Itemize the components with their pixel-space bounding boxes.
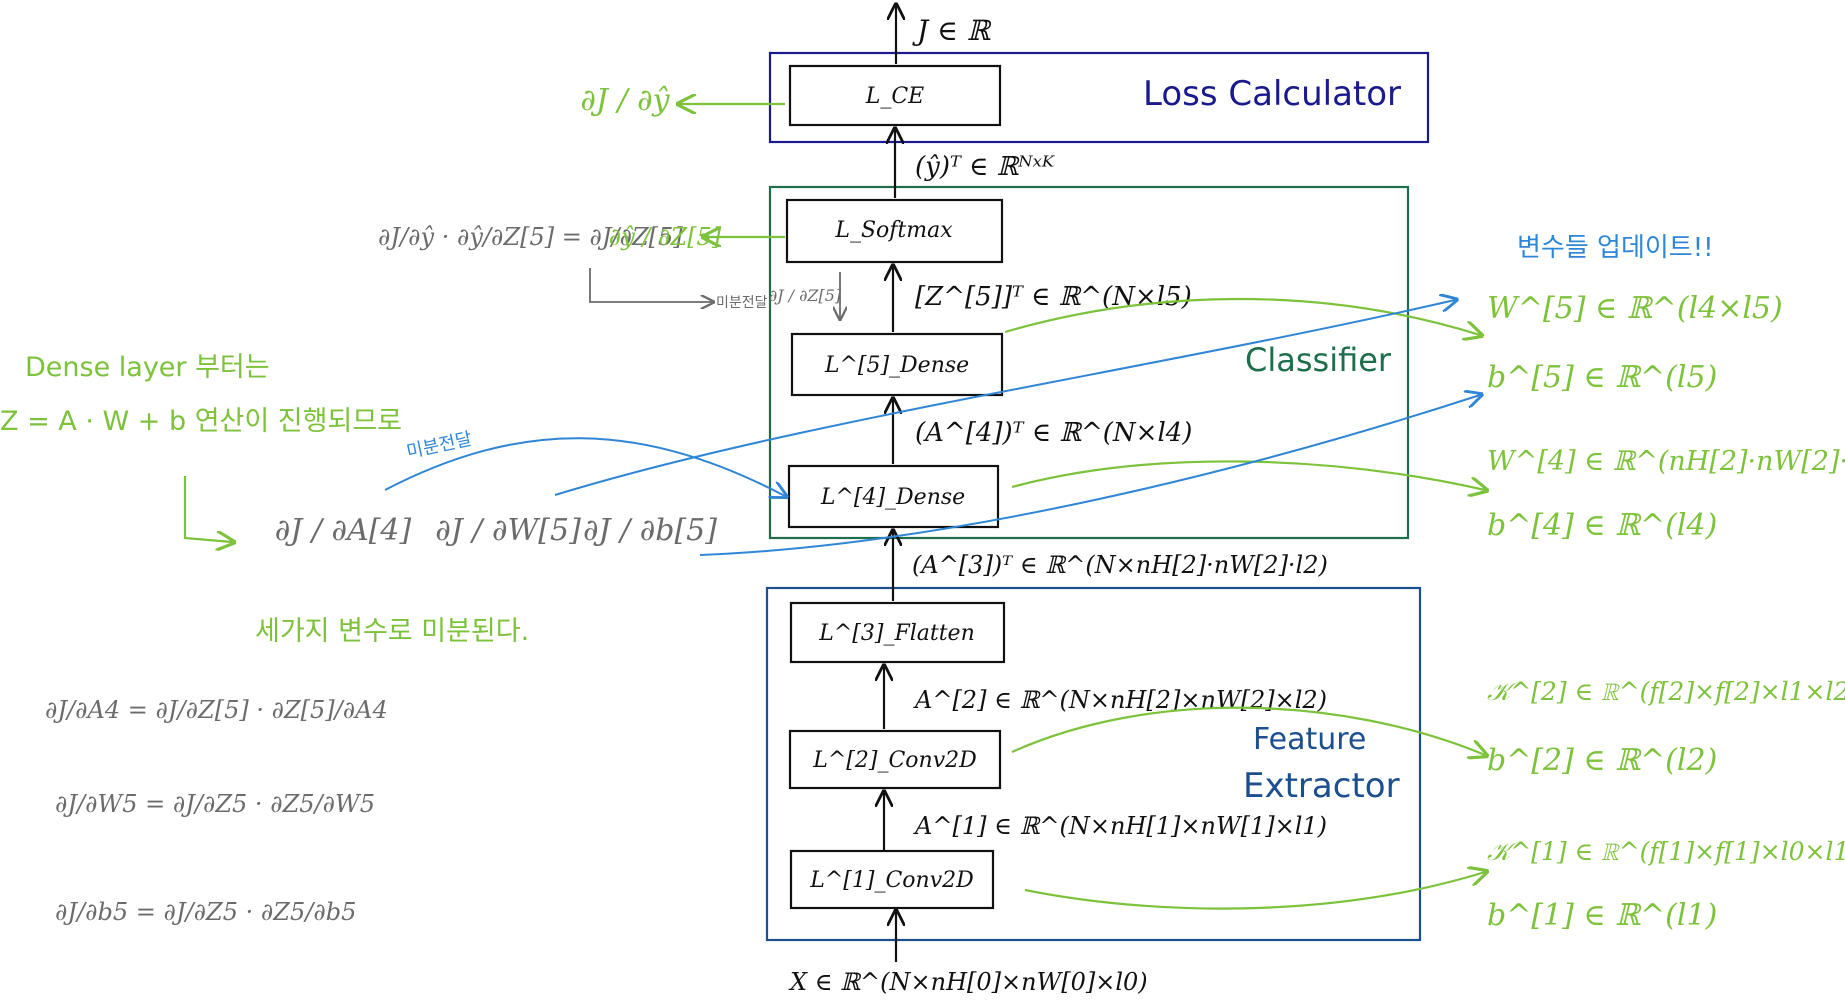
- layer-box-softmax: [785, 198, 1004, 264]
- layer-conv2: L^[2]_Conv2D: [812, 748, 977, 773]
- param-w5: W^[5] ∈ ℝ^(l4×l5): [1487, 291, 1783, 326]
- layer-softmax: L_Softmax: [834, 218, 953, 243]
- layer-loss: L_CE: [865, 84, 925, 109]
- gray-backprop-arrow: [589, 268, 712, 302]
- classifier-label: Classifier: [1245, 341, 1392, 379]
- eq-db5: ∂J/∂b5 = ∂J/∂Z5 · ∂Z5/∂b5: [55, 898, 356, 926]
- feature-extractor-label-1: Feature: [1253, 722, 1366, 757]
- tensor-x: X ∈ ℝ^(N×nH[0]×nW[0]×l0): [788, 968, 1148, 996]
- layer-dense5: L^[5]_Dense: [824, 353, 969, 378]
- feature-extractor-label-2: Extractor: [1243, 766, 1400, 806]
- tensor-yhat: (ŷ)ᵀ ∈ ℝᴺˣᴷ: [915, 152, 1056, 182]
- loss-calculator-frame: [768, 51, 1430, 144]
- grad-chain-softmax: ∂J/∂ŷ · ∂ŷ/∂Z[5] = ∂J/∂Z[5]: [378, 223, 683, 251]
- grad-dJ-dW5: ∂J / ∂W[5]: [435, 513, 581, 548]
- tensor-z5: [Z^[5]]ᵀ ∈ ℝ^(N×l5): [915, 282, 1192, 312]
- layer-dense4: L^[4]_Dense: [820, 485, 965, 510]
- layer-box-conv2: [788, 729, 1002, 790]
- tensor-a4: (A^[4])ᵀ ∈ ℝ^(N×l4): [915, 418, 1192, 448]
- dense-note-line1: Dense layer 부터는: [25, 352, 270, 383]
- param-b4: b^[4] ∈ ℝ^(l4): [1487, 508, 1717, 543]
- layer-box-flatten: [789, 601, 1006, 664]
- feature-extractor-frame: [765, 586, 1422, 942]
- layer-conv1: L^[1]_Conv2D: [809, 868, 974, 893]
- curve-conv1-params: [1024, 872, 1485, 910]
- tensor-a3: (A^[3])ᵀ ∈ ℝ^(N×nH[2]·nW[2]·l2): [912, 551, 1328, 579]
- tensor-a2: A^[2] ∈ ℝ^(N×nH[2]×nW[2]×l2): [913, 686, 1327, 714]
- backprop-gray-label: 미분전달: [716, 295, 768, 311]
- forward-arrows: [884, 6, 896, 962]
- layer-box-loss: [788, 64, 1002, 127]
- update-params-note: 변수들 업데이트!!: [1517, 233, 1714, 263]
- curve-dense4-params: [1011, 460, 1485, 490]
- grad-dyhat-dz5: ∂ŷ / ∂Z[5]: [609, 223, 722, 251]
- curve-dA4-to-dense4: [384, 437, 785, 496]
- grad-dJ-db5: ∂J / ∂b[5]: [583, 513, 717, 548]
- backprop-curves: [384, 300, 1480, 556]
- hook-arrow: [183, 476, 232, 542]
- layer-box-dense5: [790, 332, 1004, 397]
- param-k2: 𝒦^[2] ∈ ℝ^(f[2]×f[2]×l1×l2): [1487, 677, 1845, 706]
- three-vars-note: 세가지 변수로 미분된다.: [255, 616, 529, 647]
- dense-note-line2: Z = A · W + b 연산이 진행되므로: [0, 406, 402, 437]
- layer-box-conv1: [789, 849, 995, 910]
- tensor-a1: A^[1] ∈ ℝ^(N×nH[1]×nW[1]×l1): [913, 812, 1327, 840]
- loss-calculator-label: Loss Calculator: [1143, 74, 1401, 114]
- grad-dJ-dz5-small: ∂J / ∂Z[5]: [769, 286, 842, 305]
- curve-db5-to-b5: [699, 395, 1480, 556]
- layer-flatten: L^[3]_Flatten: [818, 621, 975, 646]
- tensor-output: J ∈ ℝ: [912, 14, 992, 47]
- curve-dense5-params: [1004, 297, 1480, 335]
- curve-dW5-to-W5: [554, 300, 1455, 496]
- grad-dJ-dA4: ∂J / ∂A[4]: [275, 513, 412, 548]
- curve-conv2-params: [1011, 706, 1485, 755]
- param-b2: b^[2] ∈ ℝ^(l2): [1487, 743, 1717, 778]
- param-b5: b^[5] ∈ ℝ^(l5): [1487, 360, 1717, 395]
- param-w4: W^[4] ∈ ℝ^(nH[2]·nW[2]·l2×l4): [1487, 446, 1845, 477]
- eq-dA4: ∂J/∂A4 = ∂J/∂Z[5] · ∂Z[5]/∂A4: [45, 696, 388, 724]
- classifier-frame: [768, 185, 1410, 540]
- param-b1: b^[1] ∈ ℝ^(l1): [1487, 898, 1717, 933]
- grad-dJ-dyhat: ∂J / ∂ŷ: [580, 83, 670, 118]
- eq-dW5: ∂J/∂W5 = ∂J/∂Z5 · ∂Z5/∂W5: [55, 790, 375, 818]
- param-k1: 𝒦^[1] ∈ ℝ^(f[1]×f[1]×l0×l1): [1487, 837, 1845, 866]
- param-curves: [1004, 297, 1485, 910]
